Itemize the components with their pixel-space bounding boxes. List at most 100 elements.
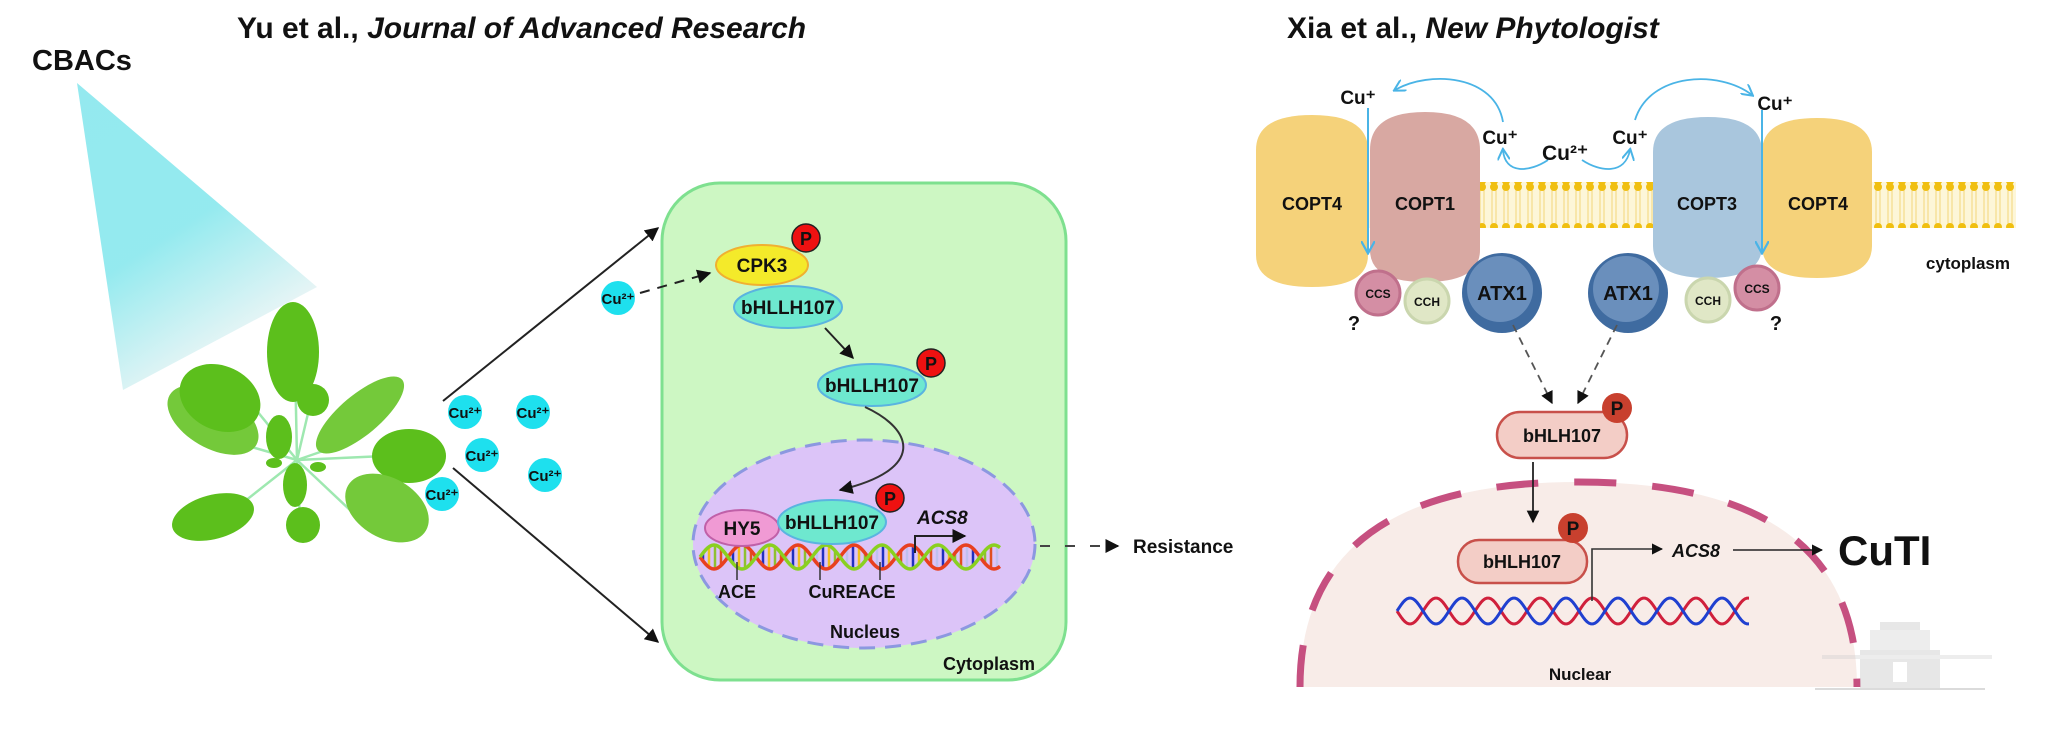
nuclear-envelope: [1296, 478, 1861, 688]
svg-text:CCH: CCH: [1695, 294, 1721, 308]
bhllh107-bound: [733, 285, 843, 329]
svg-text:COPT1: COPT1: [1395, 194, 1455, 214]
cu-ion-outside: Cu²⁺: [516, 395, 550, 429]
copt4-left: [1256, 115, 1368, 287]
nucleus-label: Nucleus: [830, 622, 900, 642]
svg-text:P: P: [800, 229, 812, 249]
svg-text:HY5: HY5: [724, 519, 761, 540]
svg-text:Cu²⁺: Cu²⁺: [602, 291, 635, 308]
ccs-chaperone-left: CCS: [1354, 269, 1402, 317]
cu-transfer-arc-left: [1395, 78, 1504, 123]
phospho-badge: P: [916, 348, 946, 378]
acs8-activation-arrow: [1591, 543, 1664, 601]
cu-transfer-arc-right: [1634, 78, 1752, 121]
svg-text:CCH: CCH: [1414, 295, 1440, 309]
cu-ion-outside: Cu²⁺: [448, 395, 482, 429]
svg-text:COPT4: COPT4: [1788, 194, 1848, 214]
copt3: [1653, 117, 1762, 278]
svg-text:Cu²⁺: Cu²⁺: [466, 448, 499, 465]
phospho-badge: P: [1602, 393, 1632, 423]
cu-plus-label: Cu⁺: [1482, 128, 1517, 149]
left-panel: Yu et al., Journal of Advanced Research …: [32, 12, 1233, 682]
light-cone: [77, 83, 317, 390]
copt1: [1370, 112, 1480, 282]
atx1-chaperone-left: ATX1: [1462, 253, 1542, 333]
svg-text:Cu²⁺: Cu²⁺: [426, 487, 459, 504]
cu-2plus-label: Cu²⁺: [1542, 142, 1588, 165]
cu-reduction-arc-left: [1503, 150, 1549, 170]
right-panel-title: Xia et al., New Phytologist: [1287, 12, 1661, 45]
svg-text:bHLLH107: bHLLH107: [785, 513, 879, 534]
phospho-badge: P: [1558, 513, 1588, 543]
transcription-start-arrow: [914, 529, 967, 553]
nuclear-import-arrow: [838, 406, 905, 494]
dna-helix-right: [1395, 596, 1749, 626]
cuti-label: CuTI: [1838, 527, 1931, 574]
nucleus: [691, 438, 1037, 650]
svg-text:bHLH107: bHLH107: [1523, 426, 1601, 446]
dna-strand: [698, 543, 1002, 571]
copt4-right: [1762, 118, 1872, 278]
unknown-mark: ?: [1348, 313, 1360, 335]
svg-text:CCS: CCS: [1744, 282, 1769, 296]
cureace-element-label: CuREACE: [808, 582, 895, 602]
ccs-chaperone-right: CCS: [1733, 264, 1781, 312]
uptake-arrow-top: [442, 227, 660, 402]
svg-text:P: P: [925, 354, 937, 374]
svg-text:Cu²⁺: Cu²⁺: [517, 405, 550, 422]
cytoplasm-label-right: cytoplasm: [1926, 254, 2010, 273]
svg-text:bHLLH107: bHLLH107: [825, 376, 919, 397]
cu-ion-entering: Cu²⁺: [601, 281, 635, 315]
svg-text:Cu²⁺: Cu²⁺: [529, 468, 562, 485]
dna-strand: [1395, 596, 1749, 626]
atx1-signal-arrow-left: [1512, 324, 1553, 405]
bhlh107-nuclear: [1456, 538, 1589, 585]
dna-helix: [698, 543, 1002, 571]
acs8-gene-label: ACS8: [916, 508, 968, 529]
ace-element-label: ACE: [718, 582, 756, 602]
svg-text:bHLLH107: bHLLH107: [741, 298, 835, 319]
cu-plus-label: Cu⁺: [1757, 94, 1792, 115]
atx1-signal-arrow-right: [1577, 324, 1618, 405]
uptake-arrow-bottom: [452, 467, 660, 643]
watermark-building-icon: [1815, 622, 1992, 690]
svg-text:P: P: [884, 489, 896, 509]
cu-ion-outside: Cu²⁺: [465, 438, 499, 472]
unknown-mark: ?: [1770, 313, 1782, 335]
cch-chaperone-right: CCH: [1684, 276, 1732, 324]
dna-strand: [698, 543, 1002, 571]
acs8-gene-label-right: ACS8: [1671, 541, 1720, 561]
svg-text:Cu²⁺: Cu²⁺: [449, 405, 482, 422]
atx1-chaperone-right: ATX1: [1588, 253, 1668, 333]
cch-chaperone-left: CCH: [1403, 277, 1451, 325]
nucleus-right: [1300, 482, 1857, 687]
svg-text:bHLH107: bHLH107: [1483, 552, 1561, 572]
cu-ion-outside: Cu²⁺: [425, 477, 459, 511]
svg-text:COPT4: COPT4: [1282, 194, 1342, 214]
element-ticks: [736, 562, 881, 580]
cytoplasm-label: Cytoplasm: [943, 654, 1035, 674]
nuclear-label: Nuclear: [1549, 665, 1612, 684]
svg-text:COPT3: COPT3: [1677, 194, 1737, 214]
cpk3-label: CPK3: [737, 256, 788, 277]
phospho-badge: P: [875, 483, 905, 513]
cu-to-cpk3-arrow: [639, 269, 712, 294]
phospho-badge: P: [791, 223, 821, 253]
bhllh107-nuclear: [777, 499, 887, 545]
svg-text:P: P: [1567, 519, 1580, 540]
bhlh107-cytoplasmic: [1495, 410, 1629, 460]
svg-text:ATX1: ATX1: [1603, 283, 1653, 305]
plant-icon: [167, 302, 446, 543]
bhllh107-phosphorylated: [817, 363, 927, 407]
right-panel: Xia et al., New Phytologist COPT4 COPT1 …: [1256, 12, 2016, 690]
svg-text:ATX1: ATX1: [1477, 283, 1527, 305]
cu-ion-outside: Cu²⁺: [528, 458, 562, 492]
left-panel-title: Yu et al., Journal of Advanced Research: [237, 12, 806, 45]
svg-text:CCS: CCS: [1365, 287, 1390, 301]
cu-reduction-arc-right: [1581, 150, 1630, 170]
dna-strand: [1395, 596, 1749, 626]
resistance-label: Resistance: [1133, 537, 1233, 558]
cpk3-protein: [715, 244, 809, 286]
cbacs-label: CBACs: [32, 45, 132, 77]
